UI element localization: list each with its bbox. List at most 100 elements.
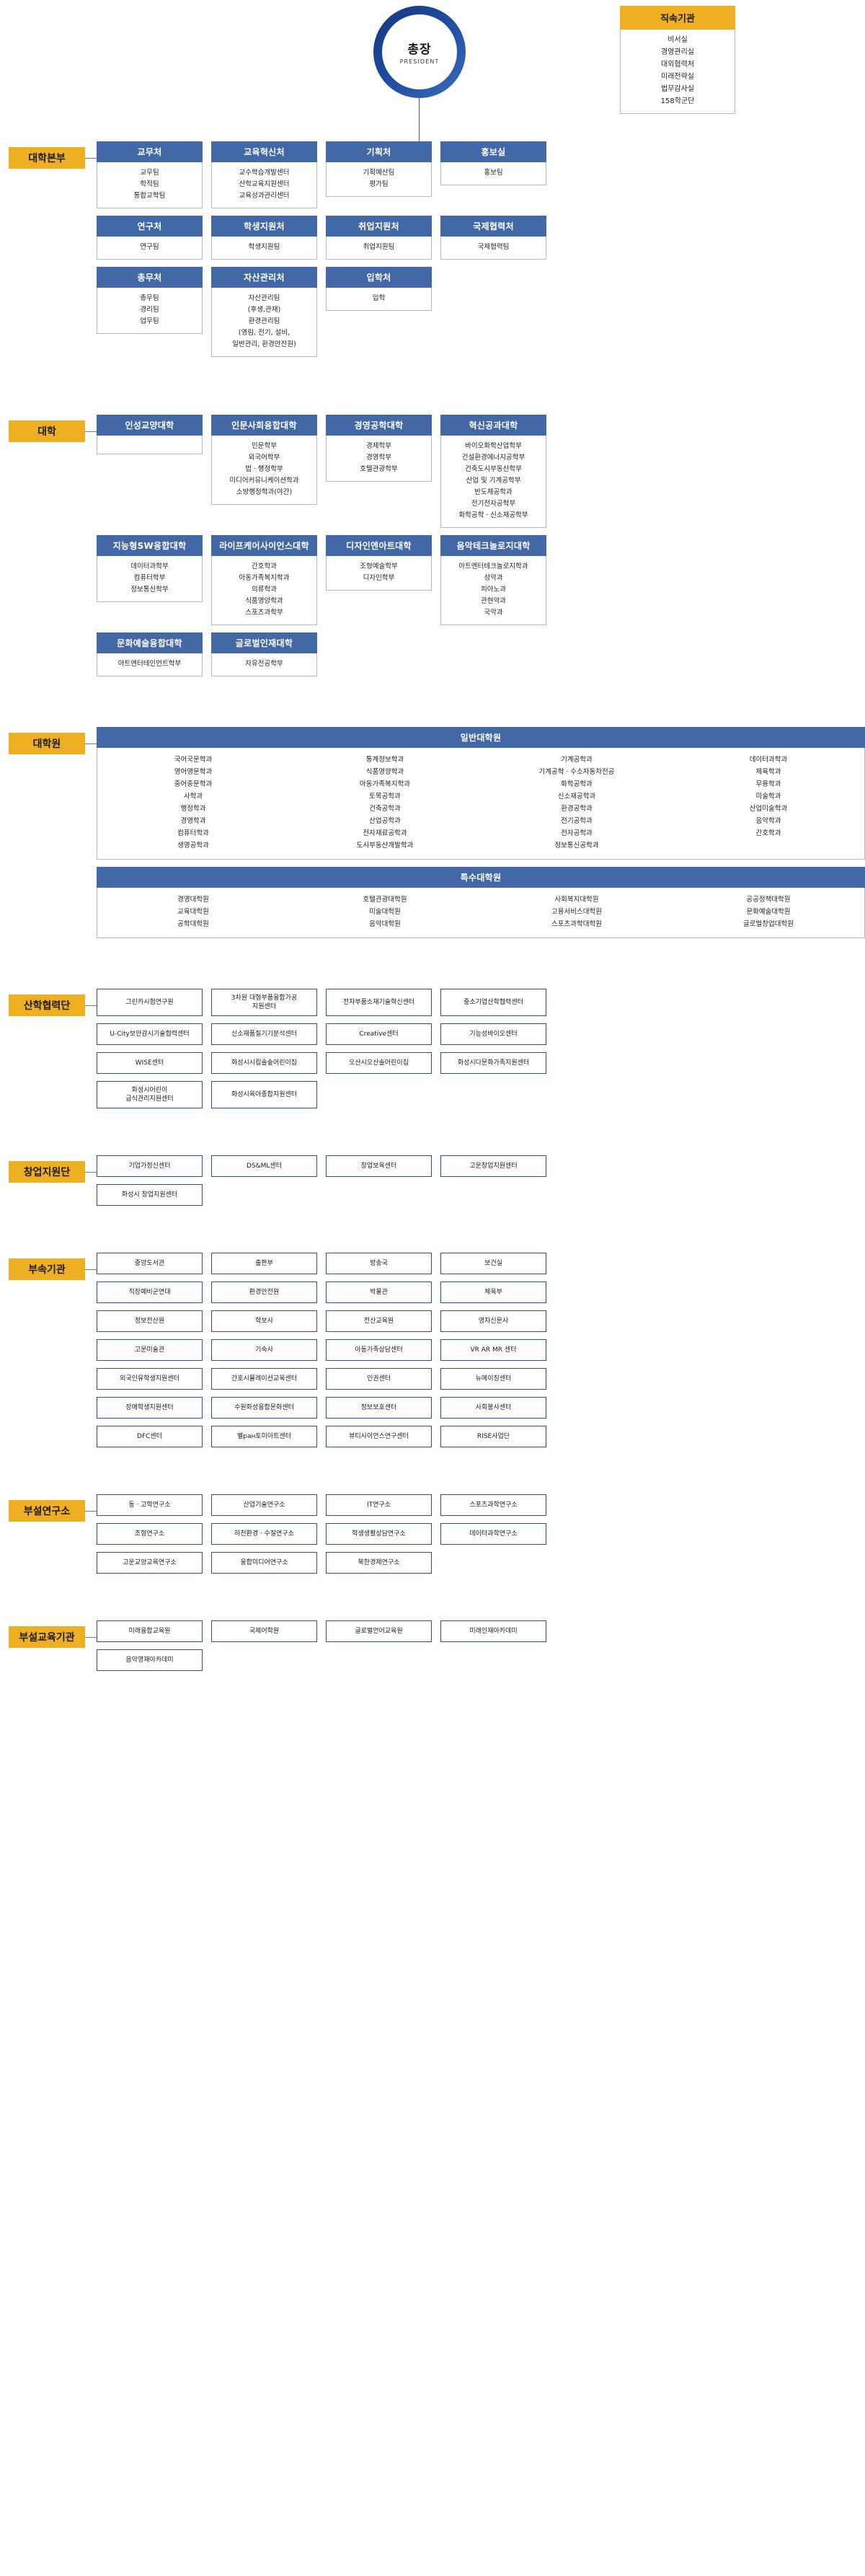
unit-header[interactable]: 취업지원처 — [326, 216, 432, 237]
org-box[interactable]: 신소재품질기기분석센터 — [211, 1023, 317, 1045]
category-chip-industry[interactable]: 산학협력단 — [9, 994, 85, 1016]
unit-item[interactable]: 미술학과 — [755, 793, 781, 800]
org-box[interactable]: 화성시시립솔숲어린이집 — [211, 1052, 317, 1074]
unit-item[interactable]: 산업미술학과 — [749, 805, 788, 813]
org-box[interactable]: 간호시뮬레이션교육센터 — [211, 1368, 317, 1390]
org-box[interactable]: 동ㆍ고학연구소 — [97, 1494, 203, 1516]
unit-item[interactable]: 공학대학원 — [177, 920, 209, 928]
unit-item[interactable]: 교무팀 — [140, 169, 159, 177]
unit-item[interactable]: 건축도시부동산학부 — [465, 465, 522, 473]
unit-item[interactable]: 화학공학ㆍ신소재공학부 — [458, 511, 528, 519]
unit-item[interactable]: 학생지원팀 — [248, 243, 280, 251]
org-box[interactable]: 화성시육아종합지원센터 — [211, 1081, 317, 1108]
unit-item[interactable]: 생명공학과 — [177, 842, 209, 850]
org-box[interactable]: WISE센터 — [97, 1052, 203, 1074]
unit-header[interactable]: 홍보실 — [440, 141, 546, 162]
unit-item[interactable]: 음악대학원 — [369, 920, 401, 928]
unit-item[interactable]: 의류학과 — [252, 586, 277, 594]
unit-item[interactable]: 피아노과 — [481, 586, 506, 594]
unit-item[interactable]: 건축공학과 — [369, 805, 401, 813]
unit-item[interactable]: 교육대학원 — [177, 908, 209, 916]
unit-item[interactable]: 음악학과 — [755, 817, 781, 825]
unit-item[interactable]: 입학 — [372, 294, 386, 302]
org-box[interactable]: 보건실 — [440, 1253, 546, 1274]
category-chip-education[interactable]: 부설교육기관 — [9, 1626, 85, 1648]
category-chip-affiliated[interactable]: 부속기관 — [9, 1258, 85, 1280]
org-box[interactable]: 중앙도서관 — [97, 1253, 203, 1274]
org-box[interactable]: 창업보육센터 — [326, 1155, 432, 1177]
org-box[interactable]: 전자부품소재기술혁신센터 — [326, 989, 432, 1016]
unit-item[interactable]: 바이오화학산업학부 — [465, 442, 522, 450]
unit-item[interactable]: 평가팀 — [369, 180, 389, 188]
unit-item[interactable]: 사회복지대학원 — [554, 896, 599, 904]
org-box[interactable]: 국제어학원 — [211, 1620, 317, 1642]
unit-header[interactable]: 디자인엔아트대학 — [326, 535, 432, 556]
unit-item[interactable]: 국제협력팀 — [477, 243, 510, 251]
category-chip-research[interactable]: 부설연구소 — [9, 1500, 85, 1522]
unit-header[interactable]: 지능형SW융합대학 — [97, 535, 203, 556]
org-box[interactable]: 아동가족상담센터 — [326, 1339, 432, 1361]
unit-card[interactable]: 인성교양대학 — [97, 415, 203, 528]
unit-item[interactable]: 전자재료공학과 — [363, 829, 407, 837]
unit-item[interactable]: 아동가족복지학과 — [360, 780, 410, 788]
unit-item[interactable]: 국악과 — [484, 609, 503, 617]
unit-item[interactable]: 아동가족복지학과 — [239, 574, 290, 582]
unit-header[interactable]: 자산관리처 — [211, 267, 317, 288]
org-box[interactable]: 벨ран토미아트센터 — [211, 1426, 317, 1447]
unit-item[interactable]: 환경관리팀 (영림, 전기, 설비, 일반관리, 환경안전원) — [232, 317, 296, 348]
org-box[interactable]: 정보보호센터 — [326, 1397, 432, 1419]
org-box[interactable]: 박물관 — [326, 1282, 432, 1303]
org-box[interactable]: 조형연구소 — [97, 1523, 203, 1545]
org-box[interactable]: 영자신문사 — [440, 1310, 546, 1332]
unit-item[interactable]: 행정학과 — [180, 805, 206, 813]
unit-header[interactable]: 문화예술융합대학 — [97, 632, 203, 653]
org-box[interactable]: 인권센터 — [326, 1368, 432, 1390]
unit-item[interactable]: 업무팀 — [140, 317, 159, 325]
unit-item[interactable]: 글로벌창업대학원 — [743, 920, 794, 928]
unit-item[interactable]: 정보통신학부 — [130, 586, 169, 594]
org-box[interactable]: 기업가정신센터 — [97, 1155, 203, 1177]
unit-item[interactable]: 미술대학원 — [369, 908, 401, 916]
unit-item[interactable]: 스포츠과학부 — [245, 609, 283, 617]
unit-item[interactable]: 아트엔터테크놀로지학과 — [458, 563, 528, 570]
org-box[interactable]: 환경안전원 — [211, 1282, 317, 1303]
org-box[interactable]: 그린카시험연구원 — [97, 989, 203, 1016]
unit-item[interactable]: 아트엔터테인먼트학부 — [117, 660, 182, 668]
unit-item[interactable]: 무용학과 — [755, 780, 781, 788]
unit-item[interactable]: 영어영문학과 — [174, 768, 213, 776]
org-box[interactable]: 산업기술연구소 — [211, 1494, 317, 1516]
unit-header[interactable]: 글로벌인재대학 — [211, 632, 317, 653]
org-box[interactable]: 3차원 대형부품융합가공 지원센터 — [211, 989, 317, 1016]
unit-item[interactable]: 소방행정학과(야간) — [236, 488, 293, 496]
unit-item[interactable]: 국어국문학과 — [174, 756, 213, 764]
unit-item[interactable]: 화학공학과 — [561, 780, 593, 788]
unit-header[interactable]: 총무처 — [97, 267, 203, 288]
org-box[interactable]: IT연구소 — [326, 1494, 432, 1516]
unit-header[interactable]: 특수대학원 — [97, 867, 865, 888]
unit-item[interactable]: 산학교육지원센터 — [239, 180, 290, 188]
org-box[interactable]: DFC센터 — [97, 1426, 203, 1447]
unit-item[interactable]: 컴퓨터학부 — [133, 574, 166, 582]
unit-header[interactable]: 라이프케어사이언스대학 — [211, 535, 317, 556]
org-box[interactable]: 미래융합교육원 — [97, 1620, 203, 1642]
unit-item[interactable]: 산업 및 기계공학부 — [466, 477, 521, 485]
unit-header[interactable]: 기획처 — [326, 141, 432, 162]
category-chip-hq[interactable]: 대학본부 — [9, 147, 85, 169]
org-box[interactable]: 데이터과학연구소 — [440, 1523, 546, 1545]
unit-item[interactable]: 홍보팀 — [484, 169, 503, 177]
unit-item[interactable]: 자유전공학부 — [245, 660, 283, 668]
unit-item[interactable]: 성악과 — [484, 574, 503, 582]
unit-item[interactable] — [673, 839, 864, 852]
unit-item[interactable]: 경영대학원 — [177, 896, 209, 904]
unit-header[interactable]: 연구처 — [97, 216, 203, 237]
